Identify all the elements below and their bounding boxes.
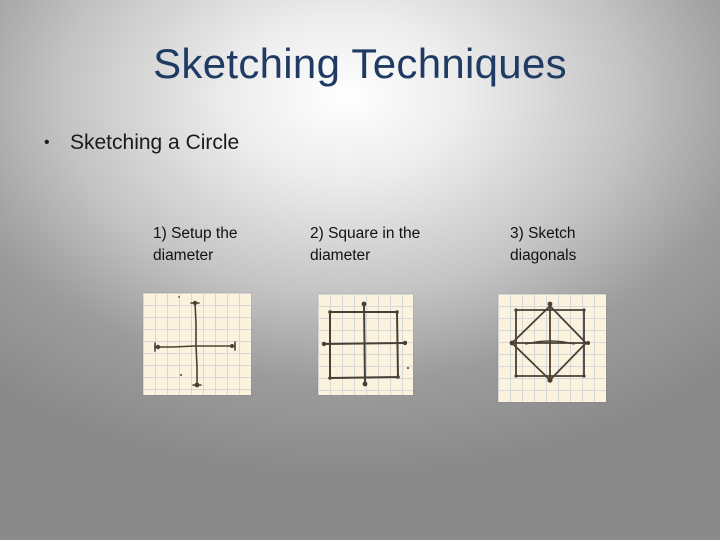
diamond-diagonals-drawing [509, 301, 590, 383]
step-2-label: 2) Square in the diameter [310, 225, 421, 264]
step-3-label: 3) Sketch diagonals [510, 225, 577, 264]
crossed-diameters-sketch [143, 293, 251, 395]
step-1-label: 1) Setup the diameter [153, 225, 238, 264]
square-grid-sketch [318, 294, 413, 395]
bullet-item: • Sketching a Circle [44, 131, 239, 155]
bullet-text: Sketching a Circle [70, 131, 240, 154]
square-grid-drawing [321, 301, 409, 387]
crossed-diameters-drawing [154, 296, 236, 388]
slide-title: Sketching Techniques [153, 40, 567, 87]
bullet-dot: • [44, 134, 50, 151]
diamond-diagonals-sketch [498, 294, 606, 402]
